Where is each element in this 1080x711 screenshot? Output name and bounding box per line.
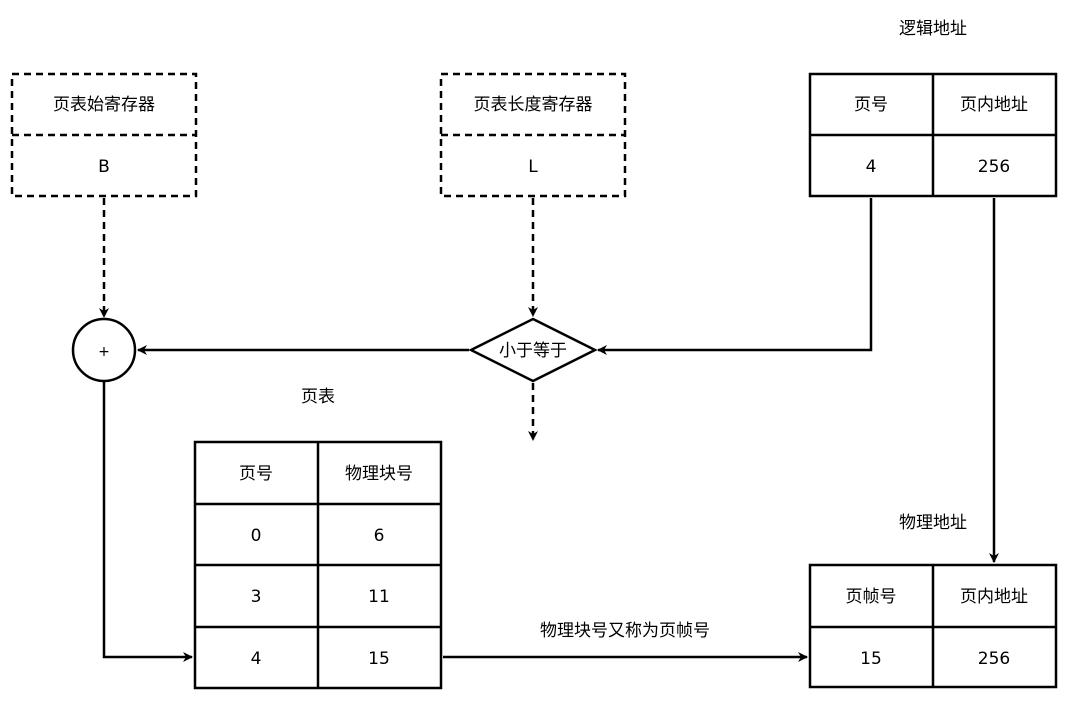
logical-header-offset: 页内地址 <box>960 95 1028 115</box>
adder-symbol: + <box>98 344 110 360</box>
logical-value-page: 4 <box>866 157 877 177</box>
page-table-row-2-block: 15 <box>368 649 390 669</box>
page-table-base-register: 页表始寄存器 B <box>10 72 198 198</box>
page-table-row-1-block: 11 <box>368 587 390 607</box>
base-register-value: B <box>98 157 110 177</box>
arrow-adder-to-page-table <box>102 382 193 662</box>
physical-value-frame: 15 <box>860 649 882 669</box>
adder-node: + <box>71 317 137 383</box>
logical-address-table: 页号 页内地址 4 256 <box>808 72 1058 198</box>
physical-header-offset: 页内地址 <box>960 587 1028 607</box>
comparator-label: 小于等于 <box>499 341 567 361</box>
page-table-length-register: 页表长度寄存器 L <box>439 72 627 198</box>
block-to-frame-label: 物理块号又称为页帧号 <box>540 621 710 641</box>
page-table-header-block: 物理块号 <box>345 464 413 484</box>
page-table-row-2-page: 4 <box>251 649 262 669</box>
logical-value-offset: 256 <box>978 157 1010 177</box>
page-table-row-0-page: 0 <box>251 526 262 546</box>
arrow-page-number-to-comparator <box>597 198 873 355</box>
base-register-name: 页表始寄存器 <box>53 95 155 115</box>
length-register-value: L <box>528 157 538 177</box>
length-register-name: 页表长度寄存器 <box>474 95 593 115</box>
physical-value-offset: 256 <box>978 649 1010 669</box>
comparator-node: 小于等于 <box>468 317 598 383</box>
page-table-title: 页表 <box>301 387 335 407</box>
page-table-row-0-block: 6 <box>374 526 385 546</box>
page-table-header-page: 页号 <box>239 464 273 484</box>
page-table: 页号 物理块号 0 6 3 11 4 15 <box>193 440 443 690</box>
physical-address-table: 页帧号 页内地址 15 256 <box>808 563 1058 689</box>
physical-address-title: 物理地址 <box>899 513 967 533</box>
physical-header-frame: 页帧号 <box>846 587 897 607</box>
logical-header-page: 页号 <box>854 95 888 115</box>
page-table-row-1-page: 3 <box>251 587 262 607</box>
logical-address-title: 逻辑地址 <box>899 19 967 39</box>
